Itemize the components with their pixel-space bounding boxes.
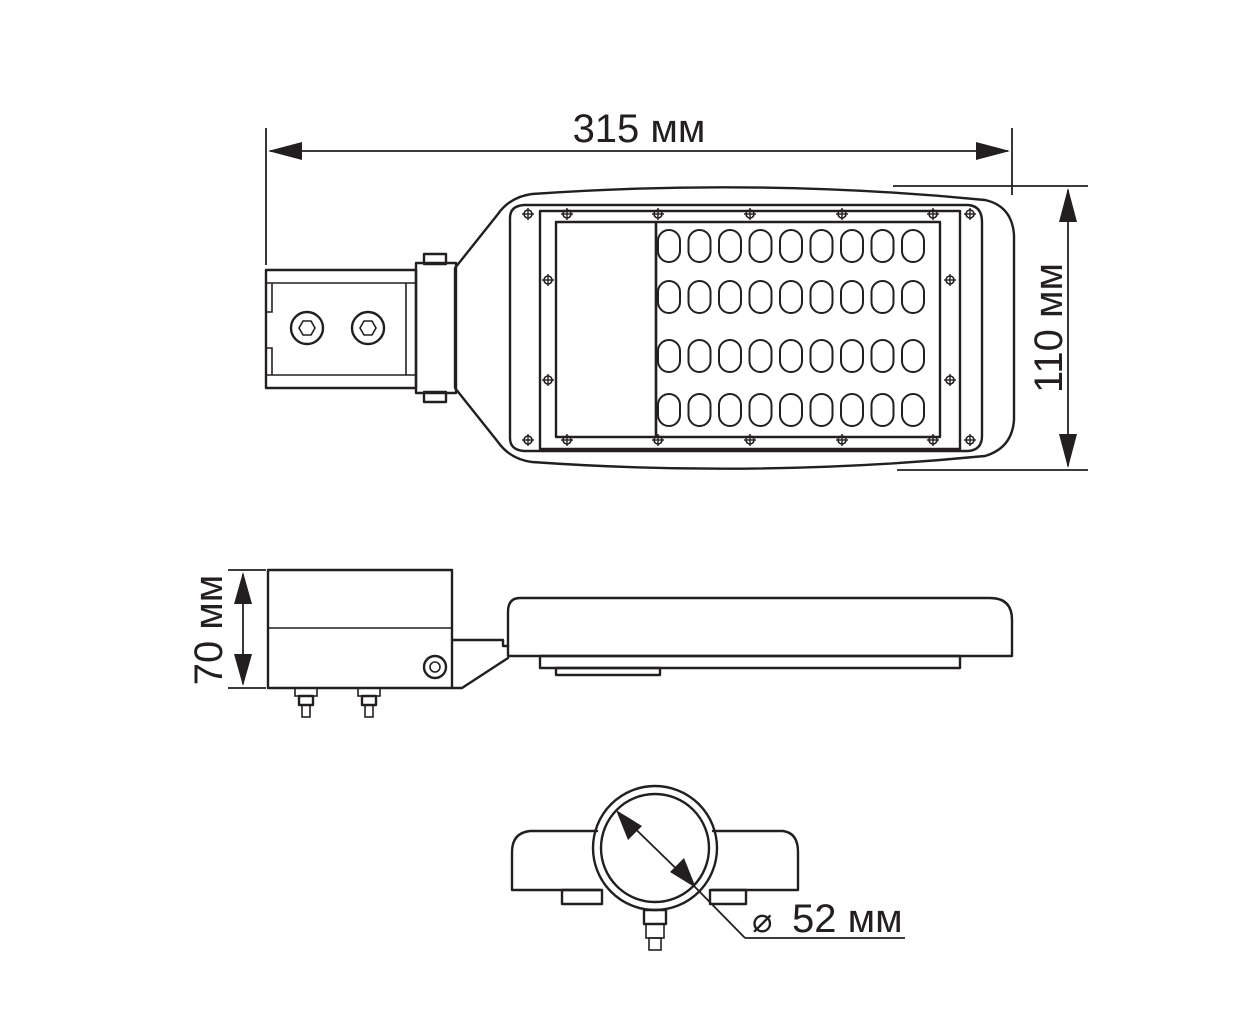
- length-dimension: 315 мм: [265, 107, 1013, 265]
- side-view: 70 мм: [187, 568, 1014, 718]
- end-left-wing: [510, 829, 602, 892]
- height-label: 70 мм: [187, 575, 231, 686]
- end-right-plate: [708, 888, 748, 906]
- side-housing: [506, 596, 1014, 658]
- end-view: ⌀ 52 мм: [510, 784, 905, 951]
- top-view-inner-frame: [508, 203, 984, 453]
- led-chip: [779, 339, 803, 373]
- screw-head: [561, 208, 573, 220]
- led-chip: [718, 339, 742, 373]
- led-chip: [718, 280, 742, 314]
- led-chip: [809, 229, 834, 263]
- screw-head: [652, 208, 664, 220]
- pipe-clamp-inner: [599, 792, 711, 904]
- led-chip: [687, 339, 712, 373]
- width-label: 110 мм: [1027, 263, 1071, 393]
- end-cable-gland: [642, 908, 668, 951]
- screw-head: [561, 434, 573, 446]
- screw-head: [927, 208, 939, 220]
- screw-head: [944, 274, 956, 286]
- screw-head: [964, 434, 976, 446]
- top-view: 315 мм 110 мм: [264, 107, 1088, 471]
- diameter-symbol: ⌀: [752, 902, 772, 940]
- led-chip: [901, 229, 925, 263]
- screw-head: [944, 374, 956, 386]
- led-chip: [870, 393, 895, 427]
- clamp-top-tab: [422, 252, 448, 266]
- screw-head: [964, 208, 976, 220]
- led-chip: [687, 229, 712, 263]
- screw-head: [542, 374, 554, 386]
- screw-head: [522, 434, 534, 446]
- led-chip: [657, 339, 681, 373]
- bracket-body: [264, 268, 418, 390]
- led-chip: [687, 280, 712, 314]
- led-chip: [809, 280, 834, 314]
- led-chip: [748, 280, 773, 314]
- bolt-hex-1: [289, 310, 325, 346]
- end-left-plate: [560, 888, 604, 906]
- led-chip: [657, 393, 681, 427]
- led-chip: [657, 229, 681, 263]
- led-chip: [870, 229, 895, 263]
- led-chip: [901, 393, 925, 427]
- screw-head: [744, 434, 756, 446]
- side-bolt: [422, 654, 448, 680]
- screw-head: [836, 434, 848, 446]
- length-label: 315 мм: [573, 107, 706, 151]
- end-right-wing: [710, 829, 800, 892]
- led-chip: [748, 339, 773, 373]
- led-chip: [840, 393, 864, 427]
- cable-gland-1: [294, 687, 318, 718]
- width-dimension: 110 мм: [893, 185, 1088, 471]
- led-chip: [748, 393, 773, 427]
- side-lens-strip: [554, 666, 662, 677]
- side-arm: [450, 638, 510, 690]
- top-view-housing: [453, 186, 1016, 470]
- led-chip: [657, 280, 681, 314]
- led-panel: [654, 220, 942, 439]
- driver-box: [554, 220, 658, 439]
- clamp-bottom-tab: [422, 390, 448, 404]
- led-chip: [870, 280, 895, 314]
- screw-head: [542, 274, 554, 286]
- led-chip: [870, 339, 895, 373]
- height-dimension: 70 мм: [187, 569, 266, 689]
- led-chip: [840, 229, 864, 263]
- screw-head: [927, 434, 939, 446]
- led-chip-grid: [657, 229, 925, 427]
- screw-head: [652, 434, 664, 446]
- led-chip: [840, 280, 864, 314]
- led-chip: [840, 339, 864, 373]
- screw-group: [522, 208, 976, 446]
- cable-gland-2: [357, 687, 381, 718]
- led-chip: [809, 339, 834, 373]
- bolt-hex-2: [350, 310, 386, 346]
- screw-head: [836, 208, 848, 220]
- screw-head: [744, 208, 756, 220]
- diameter-label: 52 мм: [792, 897, 903, 941]
- led-chip: [748, 229, 773, 263]
- led-chip: [779, 280, 803, 314]
- screw-head: [522, 208, 534, 220]
- bracket-clamp: [414, 261, 458, 395]
- side-module-plate: [538, 654, 962, 670]
- led-chip: [718, 393, 742, 427]
- led-chip: [779, 393, 803, 427]
- led-chip: [718, 229, 742, 263]
- led-chip: [809, 393, 834, 427]
- diameter-dimension: ⌀ 52 мм: [616, 810, 905, 941]
- led-chip: [687, 393, 712, 427]
- led-chip: [901, 280, 925, 314]
- mounting-bracket: [264, 252, 458, 404]
- led-chip: [779, 229, 803, 263]
- led-chip: [901, 339, 925, 373]
